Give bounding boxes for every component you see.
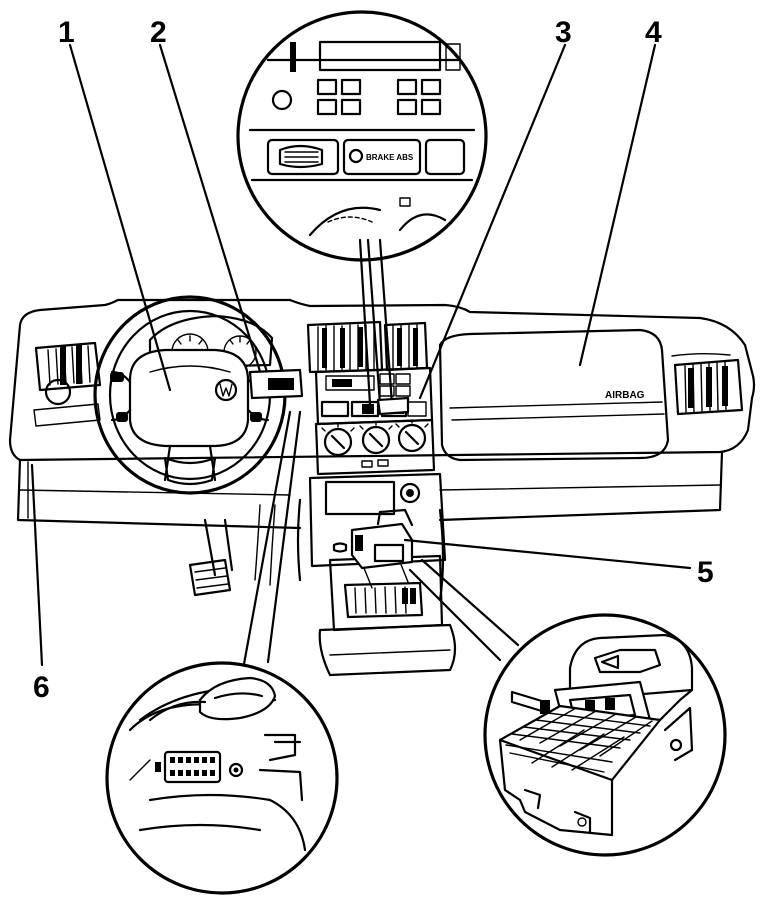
top-detail-magnifier: BRAKE ABS bbox=[236, 10, 488, 416]
bottom-right-detail-magnifier bbox=[408, 558, 727, 857]
carrier-grid bbox=[505, 707, 653, 773]
callout-3: 3 bbox=[555, 16, 572, 49]
bottom-left-detail-magnifier bbox=[105, 410, 339, 895]
callout-1: 1 bbox=[58, 16, 75, 49]
callout-4: 4 bbox=[645, 16, 662, 49]
gear-gate bbox=[354, 586, 407, 614]
left-vent-slats bbox=[47, 345, 91, 386]
leader-lines bbox=[30, 43, 692, 667]
callout-labels: 1 2 3 4 5 6 bbox=[33, 16, 714, 704]
dashboard: AIRBAG bbox=[8, 298, 756, 530]
knob-ticks bbox=[321, 419, 429, 432]
pedals bbox=[188, 504, 276, 597]
diagnostic-connector bbox=[163, 750, 222, 784]
connector-pins bbox=[170, 757, 215, 776]
callout-5: 5 bbox=[697, 556, 714, 589]
gauge-ticks bbox=[177, 335, 251, 345]
detail-buttons bbox=[316, 78, 442, 116]
callout-6: 6 bbox=[33, 671, 50, 704]
center-console bbox=[296, 366, 457, 677]
vw-logo-icon bbox=[214, 378, 238, 402]
steering-wheel bbox=[93, 295, 287, 495]
airbag-label: AIRBAG bbox=[605, 390, 645, 401]
callout-2: 2 bbox=[150, 16, 167, 49]
shift-lock-module bbox=[332, 508, 414, 589]
brake-abs-label: BRAKE ABS bbox=[366, 153, 414, 162]
